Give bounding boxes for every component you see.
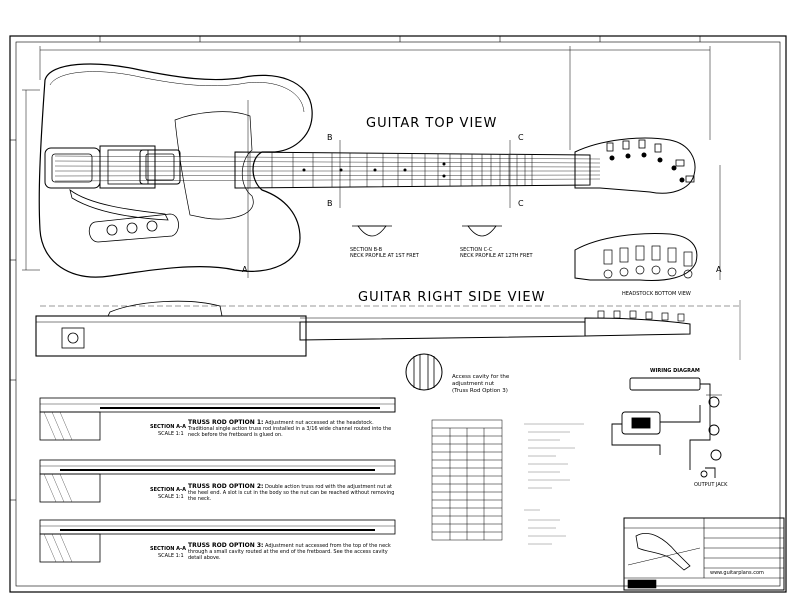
section-3-name: SECTION A-A — [150, 546, 186, 552]
section-marker-c-bottom: C — [518, 199, 524, 208]
control-plate — [88, 213, 179, 243]
section-1-option-title: TRUSS ROD OPTION 1: — [188, 419, 264, 426]
title-block — [623, 517, 785, 591]
section-3-note: TRUSS ROD OPTION 3: Adjustment nut acces… — [188, 542, 400, 562]
truss-rod-access-caption: Access cavity for the adjustment nut (Tr… — [452, 374, 510, 394]
section-marker-a-left: A — [242, 265, 248, 274]
section-marker-b-top: B — [327, 133, 333, 142]
neck-profile-b-caption: SECTION B-B NECK PROFILE AT 1ST FRET — [350, 247, 419, 259]
section-1-scale: SCALE 1:1 — [158, 431, 184, 437]
wiring-title: WIRING DIAGRAM — [650, 368, 700, 374]
section-marker-b-bottom: B — [327, 199, 333, 208]
bridge — [99, 145, 156, 189]
section-1-name: SECTION A-A — [150, 424, 186, 430]
section-marker-c-top: C — [518, 133, 524, 142]
top-view-title: GUITAR TOP VIEW — [366, 116, 498, 131]
section-2-name: SECTION A-A — [150, 487, 186, 493]
section-2-option-title: TRUSS ROD OPTION 2: — [188, 483, 264, 490]
section-3-scale: SCALE 1:1 — [158, 553, 184, 559]
sheet-border — [9, 35, 787, 593]
side-view-title: GUITAR RIGHT SIDE VIEW — [358, 290, 546, 305]
headstock-bottom-view — [574, 233, 698, 281]
section-2-note: TRUSS ROD OPTION 2: Double action truss … — [188, 483, 400, 503]
neck-pickup — [139, 149, 181, 185]
neck — [234, 151, 591, 189]
notes-block — [524, 423, 584, 545]
title-block-url: www.guitarplans.com — [710, 570, 764, 576]
headstock — [574, 137, 696, 194]
body-outline — [38, 63, 313, 278]
section-1-option-text: Adjustment nut accessed at the headstock… — [188, 420, 392, 438]
section-1-note: TRUSS ROD OPTION 1: Adjustment nut acces… — [188, 419, 400, 439]
section-3-option-text: Adjustment nut accessed from the top of … — [188, 543, 391, 561]
guitar-side-view — [35, 300, 741, 360]
section-3-option-title: TRUSS ROD OPTION 3: — [188, 542, 264, 549]
truss-rod-access-detail — [405, 353, 443, 391]
output-jack-label: OUTPUT JACK — [694, 482, 728, 488]
wiring-diagram — [611, 377, 722, 478]
pickguard — [174, 111, 254, 220]
section-views — [39, 397, 396, 563]
spec-table — [431, 419, 503, 541]
section-marker-a-right: A — [716, 265, 722, 274]
headstock-caption: HEADSTOCK BOTTOM VIEW — [622, 291, 691, 297]
section-2-option-text: Double action truss rod with the adjustm… — [188, 484, 395, 502]
neck-profile-c-caption: SECTION C-C NECK PROFILE AT 12TH FRET — [460, 247, 533, 259]
guitar-top-view — [22, 46, 721, 280]
section-2-scale: SCALE 1:1 — [158, 494, 184, 500]
